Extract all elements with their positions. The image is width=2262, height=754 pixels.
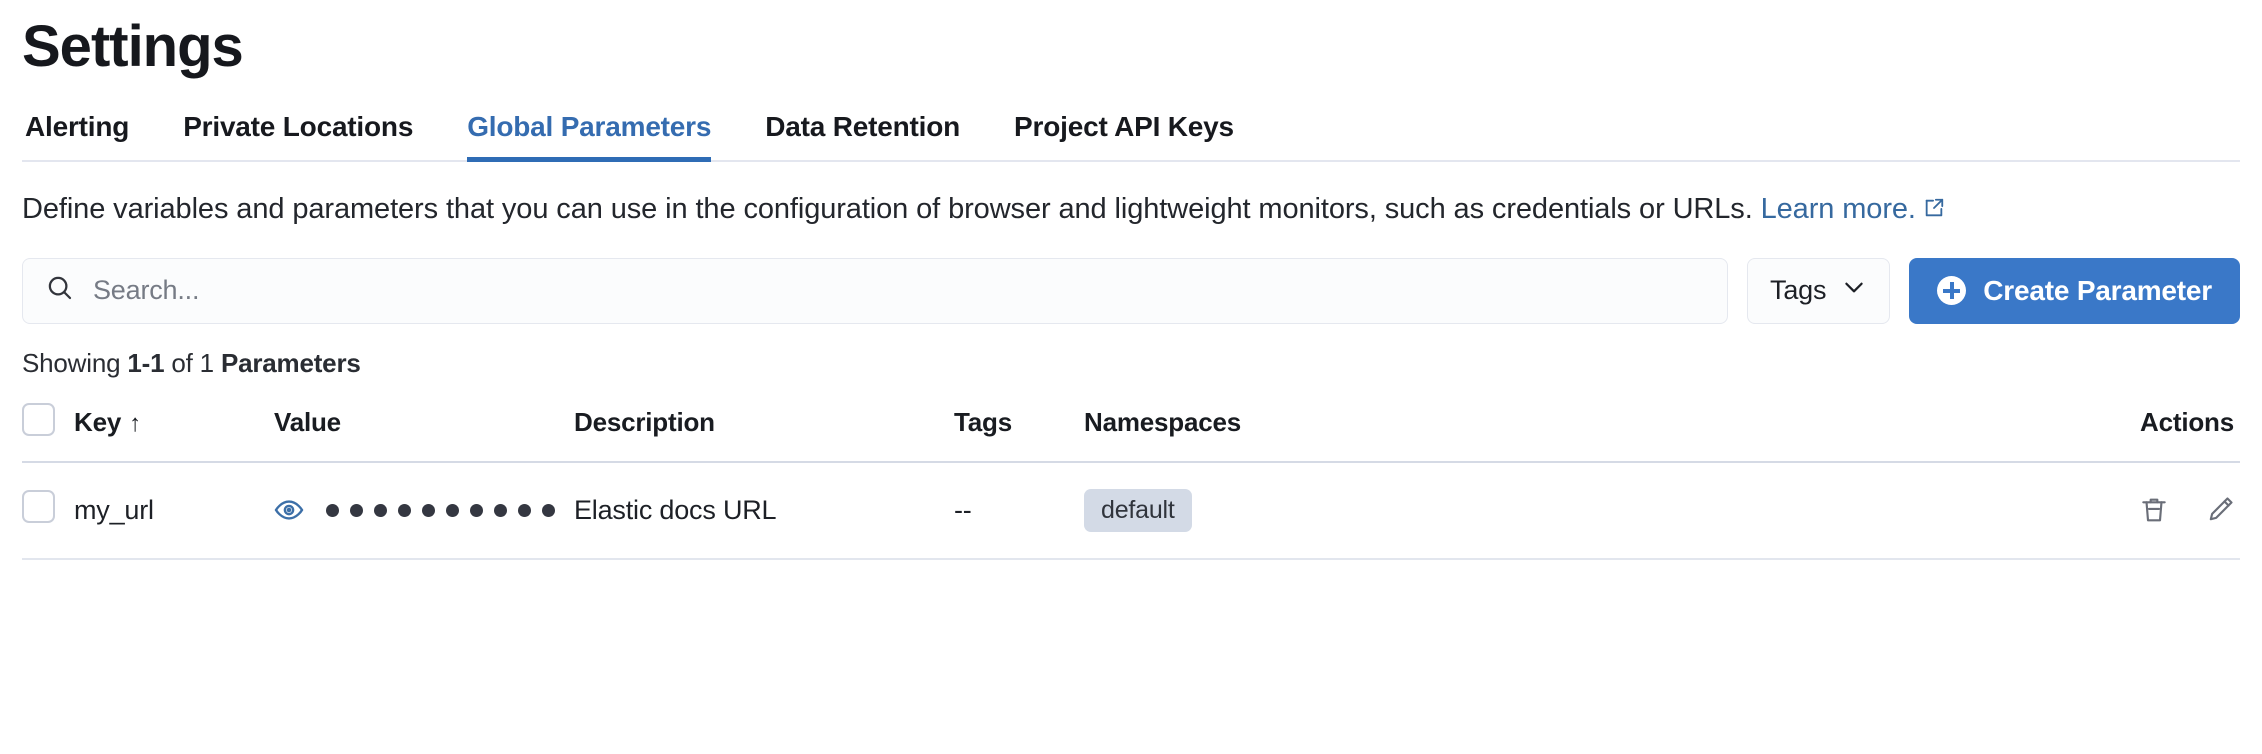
page-title: Settings [22, 14, 244, 79]
tab-private-locations[interactable]: Private Locations [183, 110, 414, 142]
row-checkbox[interactable] [22, 490, 55, 524]
learn-more-label: Learn more. [1760, 192, 1916, 225]
tags-filter-label: Tags [1770, 275, 1827, 306]
table-header: Key↑ Value Description Tags Namespaces A… [22, 392, 2240, 463]
column-header-key-label: Key [74, 407, 122, 438]
trash-icon[interactable] [2138, 494, 2170, 526]
table-row[interactable]: my_url Elastic docs URL -- default [22, 461, 2240, 560]
column-header-key[interactable]: Key↑ [74, 392, 274, 463]
summary-entity: Parameters [220, 347, 361, 378]
column-header-value-label: Value [274, 407, 341, 438]
results-summary: Showing 1-1 of 1 Parameters [22, 348, 2240, 379]
summary-middle: of 1 [164, 347, 221, 378]
summary-prefix: Showing [22, 347, 128, 378]
select-all-checkbox[interactable] [22, 402, 55, 436]
column-header-description[interactable]: Description [574, 392, 954, 463]
column-header-actions: Actions [1494, 392, 2240, 463]
row-select-cell [22, 461, 74, 560]
cell-description: Elastic docs URL [574, 461, 954, 560]
create-parameter-button[interactable]: Create Parameter [1909, 257, 2240, 324]
description-text: Define variables and parameters that you… [22, 192, 1753, 225]
search-input[interactable] [93, 275, 1706, 307]
search-box[interactable] [22, 257, 1729, 324]
table-body: my_url Elastic docs URL -- default [22, 461, 2240, 560]
column-header-description-label: Description [574, 407, 715, 438]
tab-project-api-keys[interactable]: Project API Keys [1014, 110, 1234, 142]
value-wrapper [274, 495, 574, 525]
tab-data-retention[interactable]: Data Retention [765, 110, 961, 142]
learn-more-link[interactable]: Learn more. [1761, 193, 1916, 225]
tags-filter-button[interactable]: Tags [1747, 257, 1891, 324]
column-header-value[interactable]: Value [274, 392, 574, 463]
tab-alerting[interactable]: Alerting [25, 110, 130, 142]
column-header-actions-label: Actions [2140, 407, 2234, 438]
column-header-tags[interactable]: Tags [954, 392, 1084, 463]
cell-value [274, 461, 574, 560]
column-header-select-all [22, 392, 74, 463]
cell-namespaces: default [1084, 461, 1494, 560]
masked-value [326, 503, 555, 517]
cell-key: my_url [74, 461, 274, 560]
parameters-table: Key↑ Value Description Tags Namespaces A… [22, 392, 2240, 560]
pencil-icon[interactable] [2204, 494, 2236, 526]
tab-global-parameters[interactable]: Global Parameters [467, 111, 711, 162]
cell-tags: -- [954, 461, 1084, 560]
column-header-namespaces[interactable]: Namespaces [1084, 392, 1494, 463]
create-parameter-label: Create Parameter [1983, 274, 2212, 306]
summary-range: 1-1 [127, 347, 165, 378]
external-link-icon [1923, 189, 1945, 232]
page-description: Define variables and parameters that you… [22, 188, 2240, 232]
search-icon [45, 273, 75, 308]
controls-row: Tags Create Parameter [22, 257, 2240, 324]
chevron-down-icon [1841, 274, 1867, 307]
arrow-up-icon: ↑ [129, 410, 141, 438]
column-header-tags-label: Tags [954, 407, 1012, 438]
column-header-namespaces-label: Namespaces [1084, 407, 1241, 438]
namespace-badge: default [1084, 488, 1192, 532]
plus-circle-icon [1937, 276, 1967, 306]
eye-icon[interactable] [274, 495, 304, 525]
row-actions [1494, 494, 2240, 526]
cell-actions [1494, 461, 2240, 560]
table-header-row: Key↑ Value Description Tags Namespaces A… [22, 392, 2240, 463]
settings-tabs: Alerting Private Locations Global Parame… [22, 111, 2240, 162]
